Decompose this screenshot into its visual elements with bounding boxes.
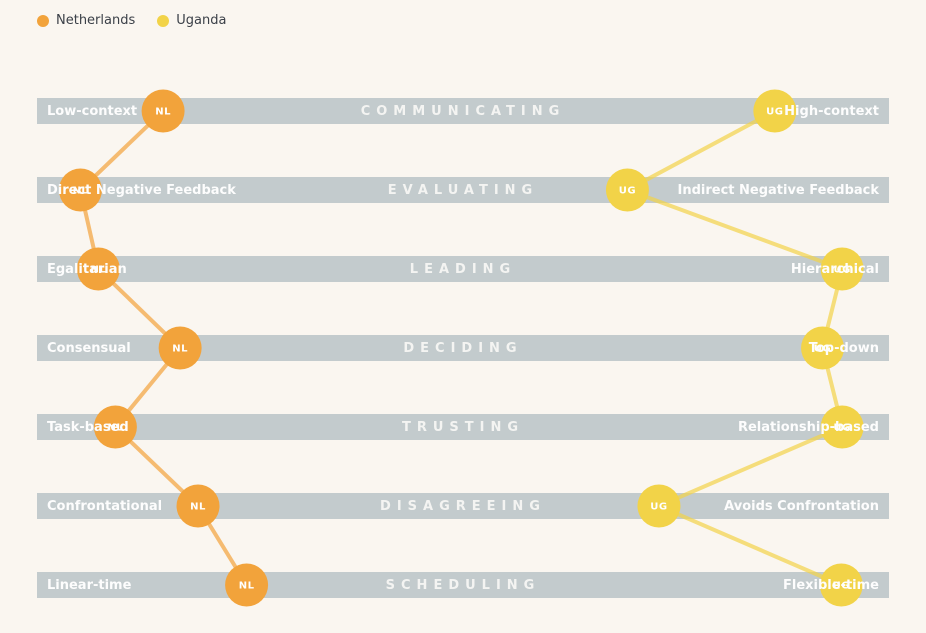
marker-circle[interactable]	[820, 405, 864, 449]
left-anchor-label: Egalitarian	[47, 261, 127, 277]
left-anchor-label: Consensual	[47, 340, 131, 356]
left-anchor-label: Direct Negative Feedback	[47, 182, 236, 198]
left-anchor-label: Task-based	[47, 419, 129, 435]
right-anchor-label: Relationship-based	[737, 419, 879, 435]
left-anchor-label: Linear-time	[47, 577, 132, 593]
legend-label: Netherlands	[56, 13, 136, 28]
marker-nl-deciding[interactable]: NL	[158, 326, 202, 370]
marker-circle[interactable]	[141, 89, 185, 133]
category-label: EVALUATING	[387, 182, 539, 198]
right-anchor-label: Top-down	[808, 340, 879, 356]
category-label: COMMUNICATING	[360, 103, 566, 119]
legend: Netherlands Uganda	[37, 13, 226, 28]
marker-ug-disagreeing[interactable]: UG	[637, 484, 681, 528]
marker-nl-scheduling[interactable]: NL	[225, 563, 269, 607]
legend-item-netherlands[interactable]: Netherlands	[37, 13, 135, 28]
legend-item-uganda[interactable]: Uganda	[157, 13, 226, 28]
marker-circle[interactable]	[225, 563, 269, 607]
right-anchor-label: Indirect Negative Feedback	[677, 182, 879, 198]
marker-circle[interactable]	[753, 89, 797, 133]
marker-circle[interactable]	[820, 247, 864, 291]
marker-circle[interactable]	[176, 484, 220, 528]
legend-dot-icon	[157, 14, 170, 27]
category-label: LEADING	[409, 261, 517, 277]
dimension-row-disagreeing: DISAGREEING Confrontational Avoids Confron…	[37, 493, 889, 519]
marker-circle[interactable]	[58, 168, 102, 212]
left-anchor-label: Low-context	[47, 103, 138, 119]
marker-circle[interactable]	[605, 168, 649, 212]
left-anchor-label: Confrontational	[47, 498, 163, 514]
dimension-row-evaluating: EVALUATING Direct Negative Feedback Indire…	[37, 177, 889, 203]
marker-circle[interactable]	[93, 405, 137, 449]
marker-circle[interactable]	[158, 326, 202, 370]
marker-circle[interactable]	[819, 563, 863, 607]
right-anchor-label: High-context	[784, 103, 879, 119]
right-anchor-label: Flexible-time	[782, 577, 879, 593]
right-anchor-label: Avoids Confrontation	[724, 498, 879, 514]
marker-nl-disagreeing[interactable]: NL	[176, 484, 220, 528]
category-label: SCHEDULING	[385, 577, 541, 593]
marker-nl-communicating[interactable]: NL	[141, 89, 185, 133]
marker-circle[interactable]	[76, 247, 120, 291]
category-label: DISAGREEING	[380, 498, 546, 514]
right-anchor-label: Hierarchical	[790, 261, 879, 277]
marker-ug-evaluating[interactable]: UG	[605, 168, 649, 212]
category-label: DECIDING	[403, 340, 523, 356]
legend-dot-icon	[37, 14, 49, 27]
legend-label: Uganda	[176, 13, 227, 28]
category-label: TRUSTING	[401, 419, 525, 435]
dimension-row-trusting: TRUSTING Task-based Relationship-based	[37, 414, 889, 440]
dimension-row-scheduling: SCHEDULING Linear-time Flexible-time	[37, 572, 889, 598]
dimension-row-leading: LEADING Egalitarian Hierarchical	[37, 256, 889, 282]
marker-circle[interactable]	[637, 484, 681, 528]
marker-circle[interactable]	[801, 326, 845, 370]
